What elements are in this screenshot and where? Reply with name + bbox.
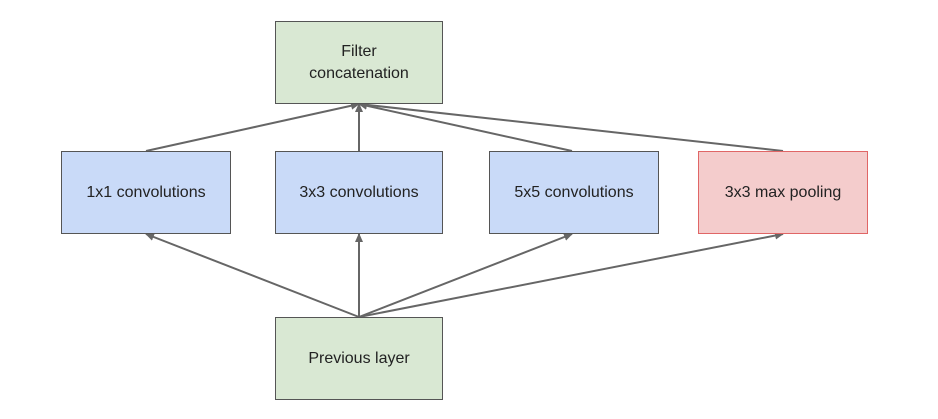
arrow-previous-to-pool3x3 — [358, 231, 784, 318]
conv-1x1-label: 1x1 convolutions — [86, 183, 206, 201]
filter-concatenation-node: Filter concatenation — [275, 21, 443, 104]
previous-layer-node: Previous layer — [275, 317, 443, 400]
filter-concatenation-label: Filter concatenation — [309, 42, 409, 82]
max-pooling-node: 3x3 max pooling — [698, 151, 868, 234]
conv-5x5-label: 5x5 convolutions — [514, 183, 634, 201]
conv-5x5-node: 5x5 convolutions — [489, 151, 659, 234]
previous-layer-label: Previous layer — [308, 349, 410, 367]
max-pooling-label: 3x3 max pooling — [724, 183, 842, 201]
arrow-previous-to-conv1x1 — [145, 233, 360, 318]
conv-3x3-label: 3x3 convolutions — [299, 183, 419, 201]
arrow-pool3x3-to-concat — [358, 100, 784, 152]
arrow-conv5x5-to-concat — [358, 101, 573, 152]
edges-layer — [145, 100, 784, 318]
conv-1x1-node: 1x1 convolutions — [61, 151, 231, 234]
arrow-previous-to-conv5x5 — [358, 233, 573, 318]
conv-3x3-node: 3x3 convolutions — [275, 151, 443, 234]
arrow-conv1x1-to-concat — [145, 101, 360, 152]
